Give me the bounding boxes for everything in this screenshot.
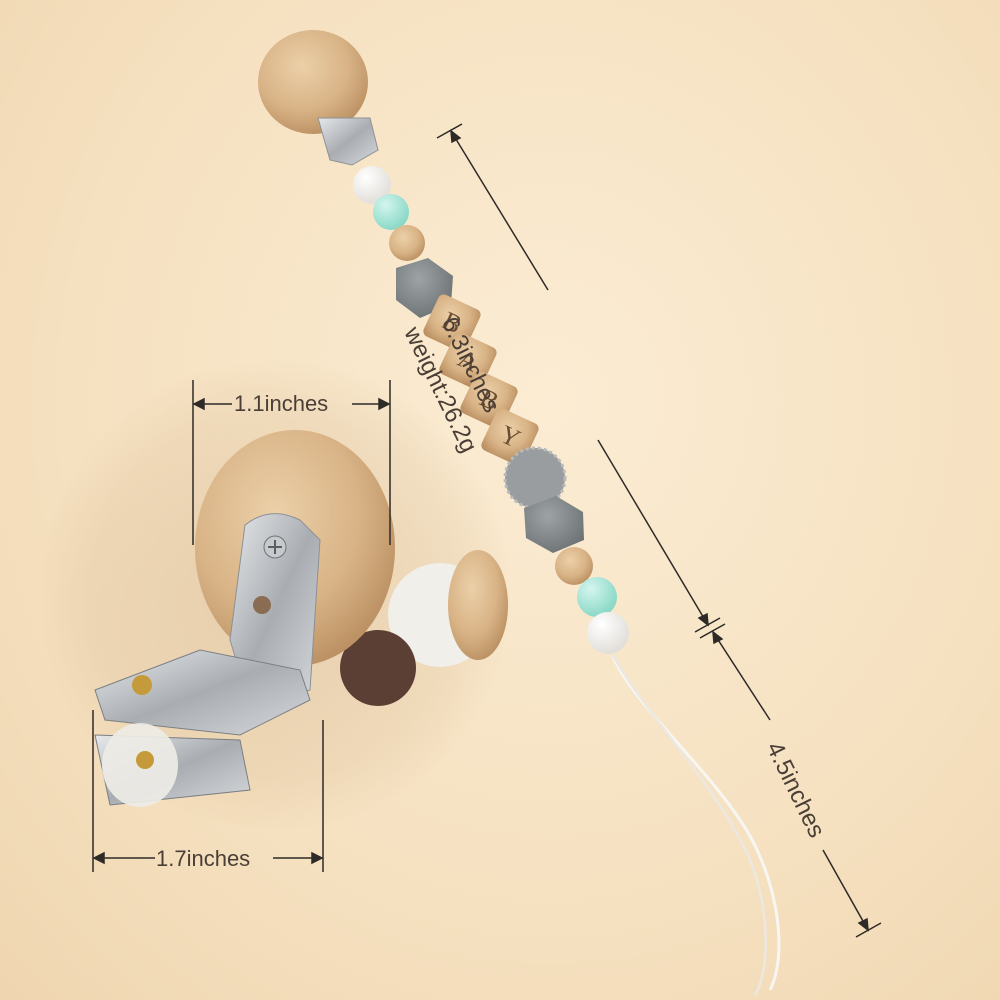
brass-rivet-2: [136, 751, 154, 769]
pacifier-chain: B A B Y: [258, 30, 781, 996]
bead-mint-2: [577, 577, 617, 617]
bead-white: [353, 166, 391, 204]
bead-crochet: [505, 448, 565, 508]
clip-width-label: 1.1inches: [234, 391, 329, 416]
letter-cubes: B A B Y: [423, 294, 539, 466]
brass-rivet: [132, 675, 152, 695]
bead-wood-2: [555, 547, 593, 585]
rivet-hole: [253, 596, 271, 614]
bead-mint: [373, 194, 409, 230]
cord: [610, 653, 781, 991]
closeup-bead-brown: [340, 630, 416, 706]
bead-wood: [389, 225, 425, 261]
closeup-bead-wood: [448, 550, 508, 660]
clip-length-label: 1.7inches: [156, 846, 251, 871]
wooden-clip-disc: [258, 30, 368, 134]
clip-jaw-top: [94, 649, 311, 736]
bead-white-2: [587, 612, 629, 654]
metal-clip: [317, 117, 379, 166]
bead-hex-grey-2: [524, 496, 584, 553]
dimension-lines: [92, 123, 882, 938]
clip-closeup: [94, 430, 508, 807]
